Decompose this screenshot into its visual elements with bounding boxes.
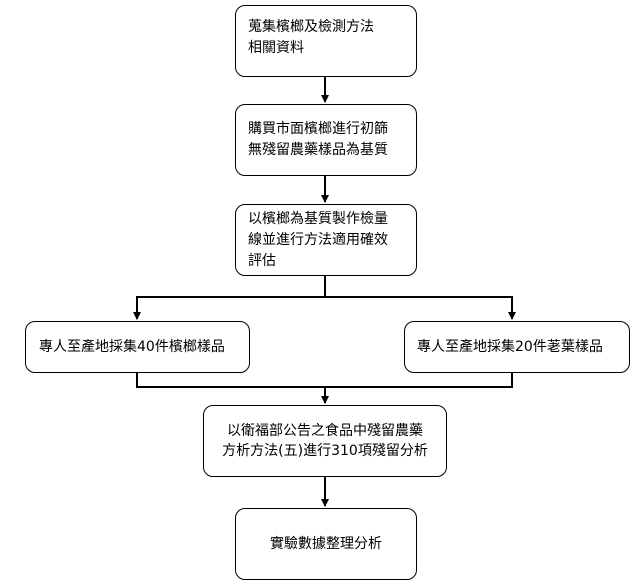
step-residue-analysis: 以衛福部公告之食品中殘留農藥 方析方法(五)進行310項殘留分析: [203, 405, 447, 477]
step-screen-samples: 購買市面檳榔進行初篩 無殘留農藥樣品為基質: [235, 104, 417, 176]
step-collect-info: 蒐集檳榔及檢測方法 相關資料: [235, 5, 417, 77]
step-betel-nut-sampling-text: 專人至產地採集40件檳榔樣品: [39, 339, 225, 355]
step-betel-leaf-sampling: 專人至產地採集20件荖葉樣品: [404, 321, 630, 373]
step-residue-analysis-text: 以衛福部公告之食品中殘留農藥 方析方法(五)進行310項殘留分析: [222, 423, 428, 459]
step-betel-leaf-sampling-text: 專人至產地採集20件荖葉樣品: [417, 339, 603, 355]
step-method-validation-text: 以檳榔為基質製作檢量 線並進行方法適用確效 評估: [248, 210, 388, 269]
step-collect-info-text: 蒐集檳榔及檢測方法 相關資料: [248, 19, 374, 56]
step-screen-samples-text: 購買市面檳榔進行初篩 無殘留農藥樣品為基質: [248, 121, 388, 158]
step-data-analysis: 實驗數據整理分析: [235, 508, 417, 580]
step-betel-nut-sampling: 專人至產地採集40件檳榔樣品: [25, 321, 250, 373]
step-data-analysis-text: 實驗數據整理分析: [270, 536, 382, 552]
step-method-validation: 以檳榔為基質製作檢量 線並進行方法適用確效 評估: [235, 204, 417, 276]
